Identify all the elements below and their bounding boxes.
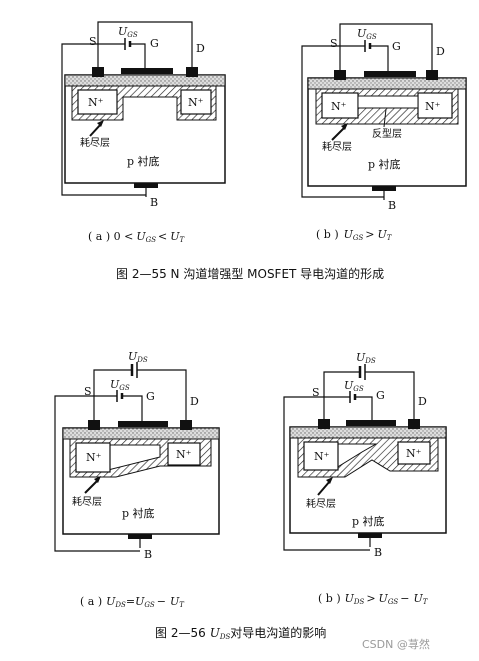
- body-electrode: [128, 534, 152, 539]
- panel-2a-caption: ( a )UDS=UGS−UT: [80, 595, 185, 609]
- watermark: CSDN @荨然: [362, 637, 430, 651]
- depletion-arrow: [317, 480, 331, 496]
- panel-1a: N⁺ N⁺ B p 衬底 耗尽层 S G D UGS ( a ) 0 <UGS<…: [61, 21, 226, 244]
- drain-electrode: [426, 70, 438, 80]
- n-plus-label-drain: N⁺: [406, 447, 422, 460]
- oxide-layer: [307, 77, 467, 90]
- oxide-layer: [62, 427, 220, 440]
- panel-1b: N⁺ N⁺ B p 衬底 耗尽层 反型层 S G D UGS ( b )UGS>…: [301, 23, 467, 242]
- body-label: B: [144, 548, 152, 561]
- n-plus-label-drain: N⁺: [176, 448, 192, 461]
- depletion-label: 耗尽层: [72, 496, 102, 508]
- n-plus-region-drain: [167, 442, 201, 466]
- inversion-channel: [357, 95, 419, 109]
- gate-electrode: [346, 420, 396, 426]
- n-plus-label-source: N⁺: [331, 100, 347, 113]
- body-electrode: [134, 183, 158, 188]
- figure-1-caption: 图 2—55 N 沟道增强型 MOSFET 导电沟道的形成: [116, 266, 384, 281]
- source-electrode: [88, 420, 100, 430]
- n-plus-label-drain: N⁺: [188, 96, 204, 109]
- n-plus-region-source: [75, 442, 111, 473]
- n-plus-region-drain: [397, 441, 431, 465]
- drain-label: D: [196, 42, 205, 55]
- oxide-layer: [64, 74, 226, 87]
- body-label: B: [150, 196, 158, 209]
- body-electrode: [358, 533, 382, 538]
- gate-electrode: [364, 71, 416, 77]
- gate-label: G: [146, 390, 155, 403]
- drain-electrode: [180, 420, 192, 430]
- n-plus-region-source: [303, 441, 339, 471]
- panel-1b-caption: ( b )UGS>UT: [316, 228, 393, 242]
- n-plus-label-source: N⁺: [86, 451, 102, 464]
- depletion-arrow: [84, 479, 99, 494]
- panel-1a-caption: ( a ) 0 <UGS<UT: [88, 230, 186, 244]
- body-label: B: [374, 546, 382, 559]
- gate-electrode: [121, 68, 173, 74]
- n-plus-region-drain: [417, 92, 453, 119]
- n-plus-region-source: [77, 89, 118, 115]
- source-label: S: [84, 385, 92, 398]
- n-plus-label-drain: N⁺: [425, 100, 441, 113]
- source-label: S: [312, 386, 320, 399]
- source-electrode: [334, 70, 346, 80]
- source-label: S: [330, 37, 338, 50]
- n-plus-region-drain: [180, 89, 212, 115]
- depletion-label: 耗尽层: [322, 141, 352, 153]
- drain-electrode: [186, 67, 198, 77]
- body-label: B: [388, 199, 396, 212]
- drain-electrode: [408, 419, 420, 429]
- depletion-arrow: [89, 123, 102, 137]
- substrate-label: p 衬底: [368, 157, 401, 171]
- depletion-label: 耗尽层: [80, 137, 110, 149]
- gate-label: G: [376, 389, 385, 402]
- ugs-label: UGS: [357, 27, 377, 41]
- ugs-label: UGS: [110, 378, 130, 392]
- gate-label: G: [150, 37, 159, 50]
- drain-label: D: [190, 395, 199, 408]
- n-plus-label-source: N⁺: [314, 450, 330, 463]
- source-electrode: [318, 419, 330, 429]
- uds-label: UDS: [128, 350, 148, 364]
- ugs-label: UGS: [118, 25, 138, 39]
- substrate-label: p 衬底: [127, 154, 160, 168]
- gate-label: G: [392, 40, 401, 53]
- panel-2b-caption: ( b )UDS>UGS−UT: [318, 592, 429, 606]
- inversion-label: 反型层: [372, 127, 402, 140]
- body-electrode: [372, 186, 396, 191]
- panel-2a: N⁺ N⁺ B p 衬底 耗尽层 S G D UGS UDS ( a )UDS=…: [54, 350, 220, 609]
- inversion-pointer: [383, 108, 387, 128]
- depletion-arrow: [331, 126, 346, 141]
- panel-2b: N⁺ N⁺ B p 衬底 耗尽层 S G D UGS UDS ( b )UDS>…: [283, 351, 447, 606]
- substrate-label: p 衬底: [122, 506, 155, 520]
- depletion-label: 耗尽层: [306, 498, 336, 510]
- source-label: S: [89, 35, 97, 48]
- drain-label: D: [418, 395, 427, 408]
- oxide-layer: [289, 426, 447, 439]
- n-plus-label-source: N⁺: [88, 96, 104, 109]
- substrate-label: p 衬底: [352, 514, 385, 528]
- source-electrode: [92, 67, 104, 77]
- drain-label: D: [436, 45, 445, 58]
- ugs-label: UGS: [344, 379, 364, 393]
- uds-label: UDS: [356, 351, 376, 365]
- gate-electrode: [118, 421, 168, 427]
